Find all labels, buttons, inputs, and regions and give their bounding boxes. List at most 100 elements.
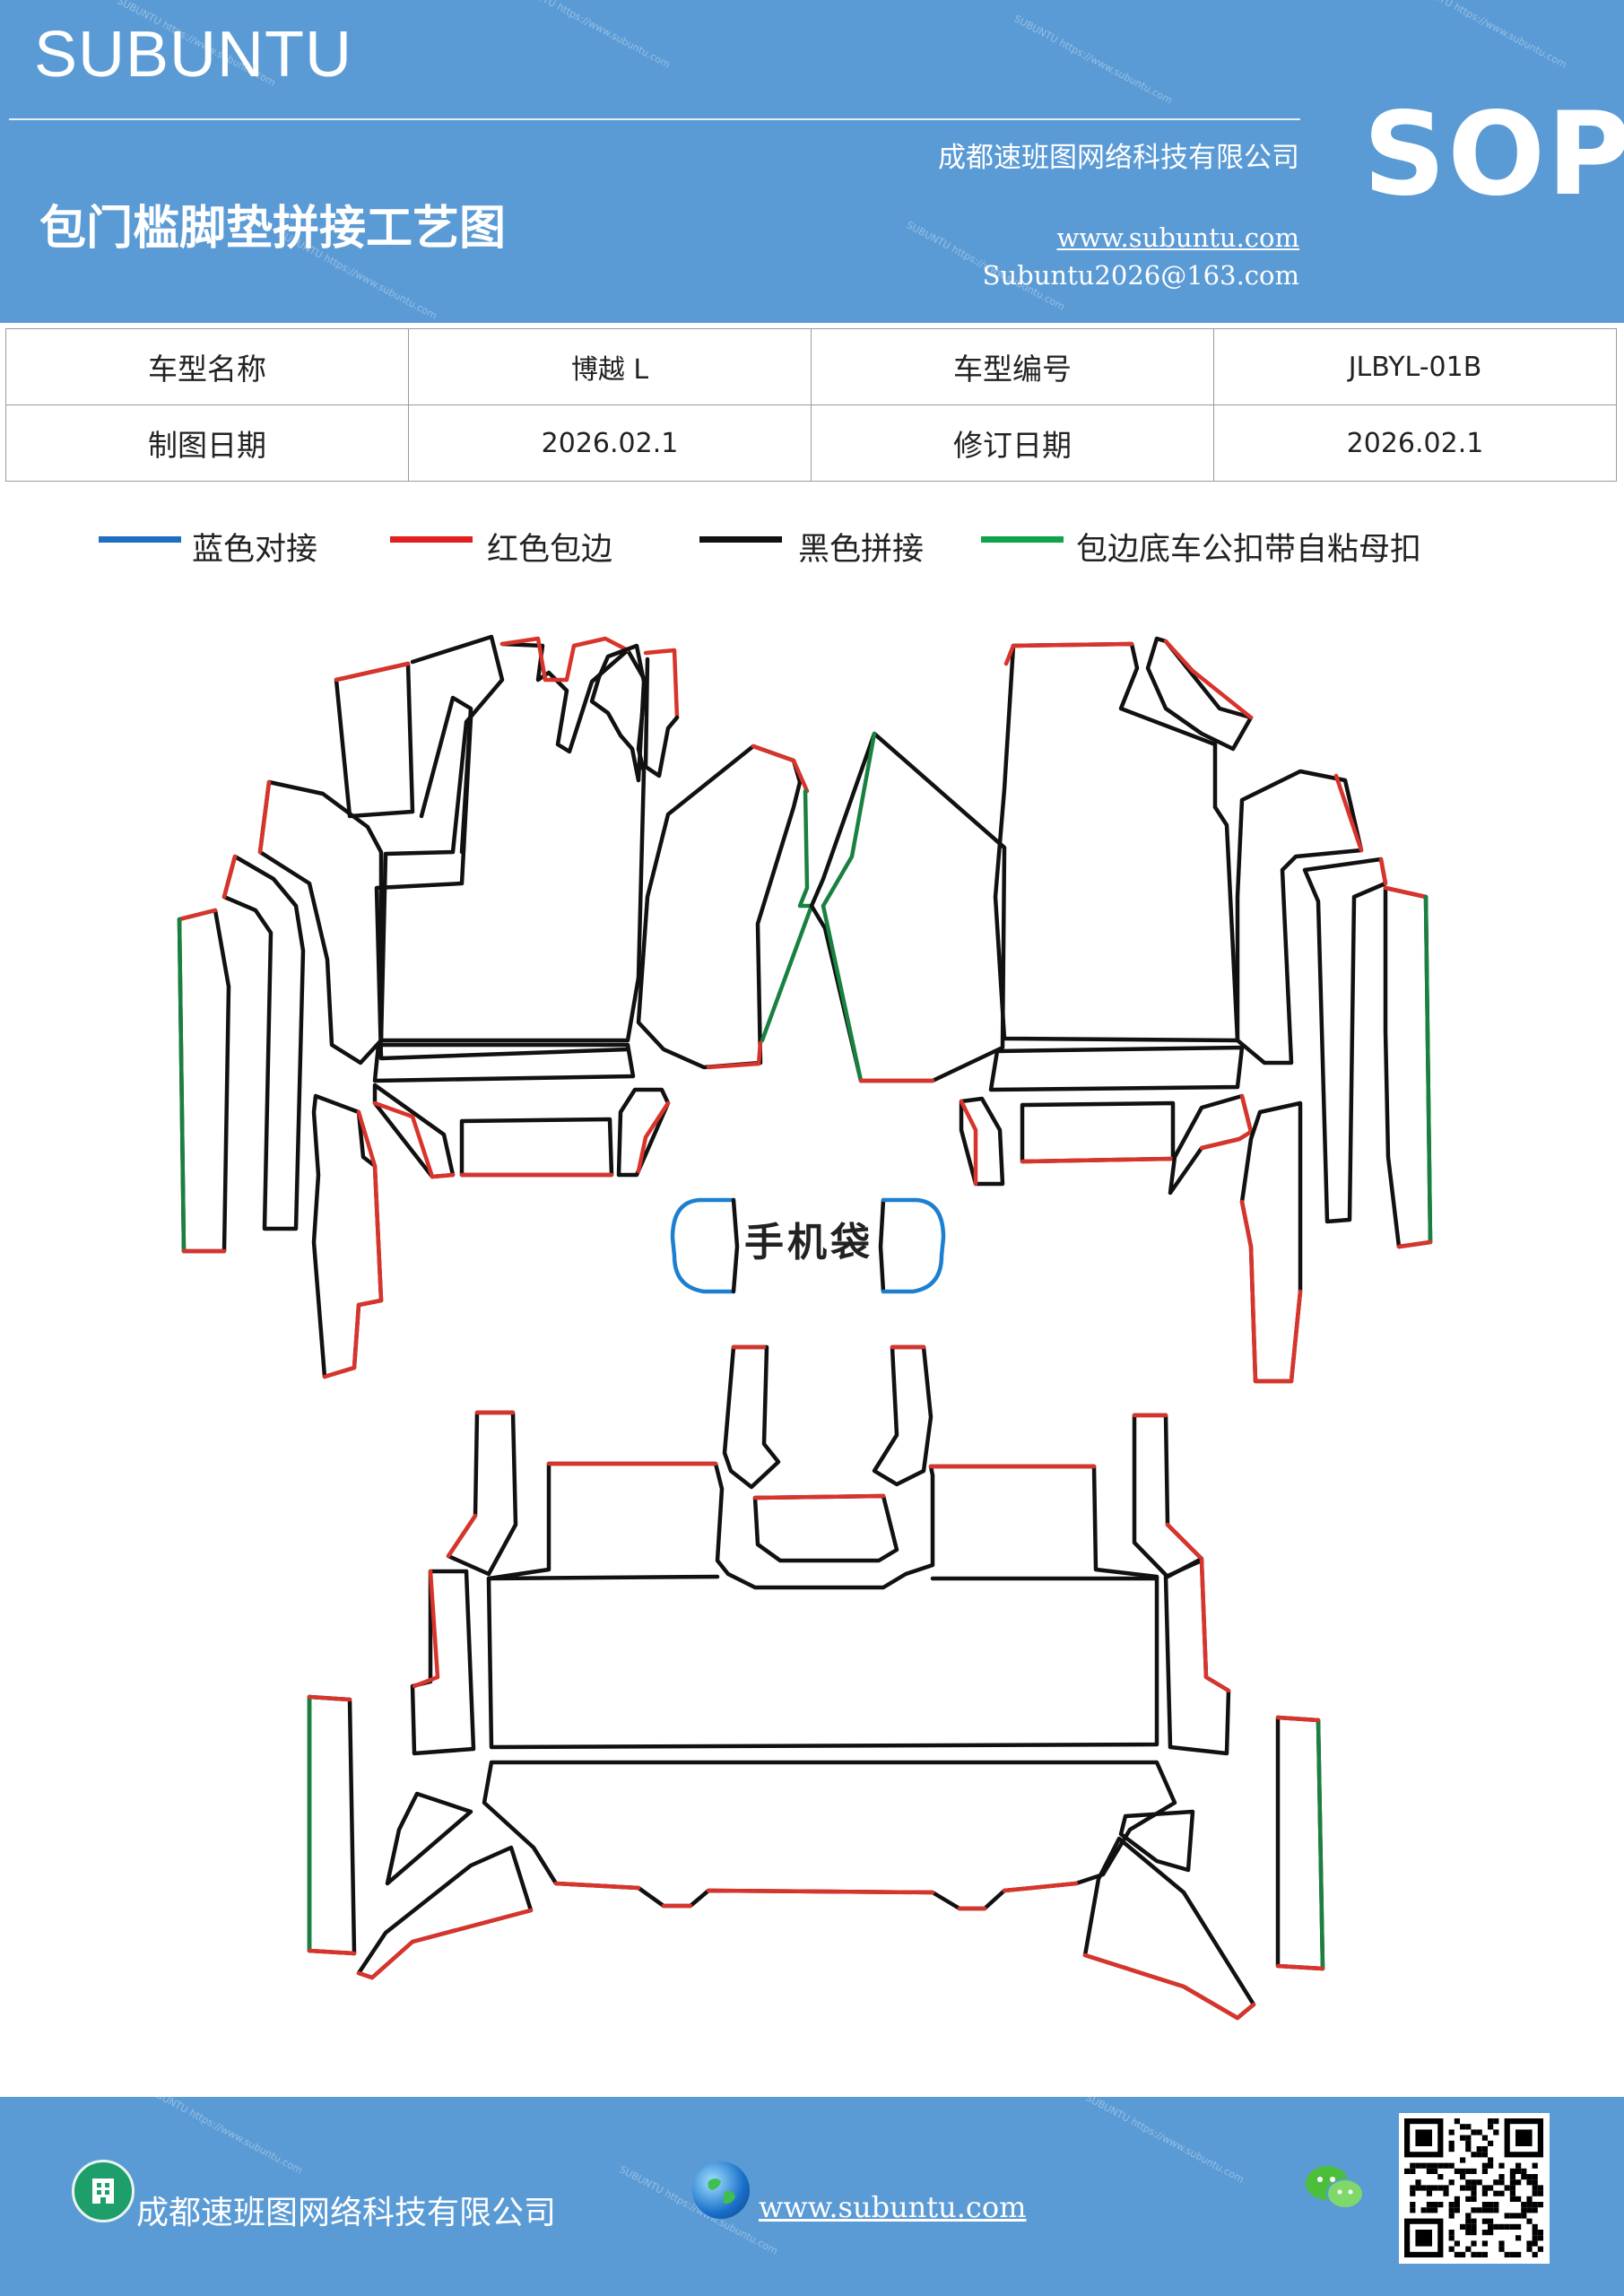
watermark: SUBUNTU https://www.subuntu.com	[142, 2097, 305, 2177]
mat-piece-edge	[378, 634, 648, 1043]
brand-logo-text: SUBUNTU	[34, 19, 353, 91]
mat-piece-edge	[1396, 1239, 1433, 1249]
vehicle-info-table: 车型名称 博越 L 车型编号 JLBYL-01B 制图日期 2026.02.1 …	[5, 328, 1617, 482]
mat-piece-edge	[1132, 1413, 1204, 1579]
mat-piece-edge	[643, 657, 680, 778]
footer-company-name: 成都速班图网络科技有限公司	[136, 2195, 557, 2231]
header-website-link[interactable]: www.subuntu.com	[1056, 222, 1299, 253]
mat-piece-edge	[446, 1410, 518, 1577]
mat-piece-edge	[643, 648, 680, 720]
mat-piece-edge	[307, 1694, 357, 1956]
watermark: SUBUNTU https://www.subuntu.com	[1083, 2097, 1246, 2186]
mat-piece-edge	[1302, 857, 1388, 1224]
wechat-icon	[1302, 2161, 1367, 2215]
mat-piece-edge	[385, 1791, 473, 1886]
phone-bag-pieces: 手机袋	[670, 1197, 946, 1294]
mat-piece-edge	[706, 1040, 763, 1070]
mat-piece-edge	[752, 1493, 899, 1563]
footer-website-link[interactable]: www.subuntu.com	[759, 2190, 1027, 2224]
header-divider	[9, 118, 1300, 120]
mat-piece-edge	[751, 744, 810, 794]
mat-piece-edge	[1163, 639, 1254, 720]
mat-piece-edge	[257, 779, 384, 1065]
table-cell-value: 2026.02.1	[1213, 404, 1617, 482]
mat-piece-edge	[878, 1197, 886, 1294]
mat-piece-edge	[1239, 1199, 1303, 1384]
sop-badge: SOP	[1363, 88, 1624, 222]
mat-piece-edge	[356, 1845, 534, 1980]
mat-piece-edge	[1020, 1156, 1176, 1164]
header-company-name: 成都速班图网络科技有限公司	[938, 142, 1299, 174]
legend-swatch	[699, 536, 782, 543]
building-icon	[72, 2160, 135, 2222]
mat-piece-edge	[1275, 1715, 1325, 1971]
mat-piece-edge	[1020, 1100, 1176, 1164]
mat-piece-edge	[356, 1908, 534, 1980]
table-row: 车型名称 博越 L 车型编号 JLBYL-01B	[5, 328, 1617, 405]
qr-code[interactable]	[1399, 2113, 1550, 2264]
mat-piece-edge	[1199, 1558, 1231, 1693]
mat-piece-edge	[307, 1694, 357, 1956]
mat-piece-edge	[636, 1100, 671, 1174]
mat-piece-edge	[499, 636, 630, 683]
header-banner: SUBUNTU https://www.subuntu.com SUBUNTU …	[0, 0, 1624, 323]
mat-piece-edge	[1383, 885, 1433, 1249]
mat-piece-edge	[821, 903, 864, 1083]
legend-label: 黑色拼接	[798, 532, 925, 568]
mat-piece-edge	[419, 695, 473, 855]
phone-bag-label: 手机袋	[744, 1220, 873, 1265]
mat-piece-edge	[1333, 773, 1364, 853]
mat-piece-edge	[334, 661, 411, 683]
table-cell-value: 博越 L	[408, 328, 812, 405]
legend-swatch	[981, 536, 1064, 543]
globe-icon	[692, 2161, 750, 2219]
mat-piece-edge	[1132, 1413, 1204, 1561]
footer-banner: SUBUNTU https://www.subuntu.com SUBUNTU …	[0, 2097, 1624, 2296]
mat-piece-edge	[177, 917, 187, 1254]
mat-piece-edge	[589, 643, 647, 783]
mat-piece-edge	[221, 854, 306, 1231]
mat-piece-edge	[311, 1093, 384, 1379]
mat-piece-edge	[616, 1087, 671, 1178]
mat-piece-edge	[821, 731, 877, 909]
table-cell-label: 修订日期	[811, 404, 1214, 482]
mat-piece-edge	[177, 908, 218, 922]
table-cell-value: JLBYL-01B	[1213, 328, 1617, 405]
header-email: Subuntu2026@163.com	[982, 260, 1299, 291]
mat-piece-edge	[486, 1461, 1159, 1750]
mat-piece-edge	[1003, 641, 1134, 666]
rear-mat-group	[307, 1344, 1325, 2021]
mat-piece-edge	[410, 1569, 476, 1756]
mat-piece-edge	[412, 1569, 440, 1689]
table-cell-value: 2026.02.1	[408, 404, 812, 482]
right-front-mat-group	[809, 636, 1433, 1384]
mat-piece-edge	[1199, 1093, 1254, 1151]
floor-mat-pattern-drawing: 手机袋	[177, 634, 1433, 2021]
table-cell-label: 车型编号	[811, 328, 1214, 405]
mat-piece-edge	[993, 641, 1240, 1043]
mat-piece-edge	[446, 1410, 516, 1559]
mat-piece-edge	[486, 1574, 1159, 1581]
mat-piece-edge	[334, 661, 415, 819]
legend-swatch	[390, 536, 473, 543]
mat-piece-edge	[322, 1109, 384, 1379]
mat-piece-edge	[809, 731, 1007, 1083]
legend-label: 红色包边	[487, 532, 613, 568]
mat-piece-edge	[1423, 894, 1433, 1245]
table-cell-label: 车型名称	[5, 328, 409, 405]
mat-piece-edge	[177, 908, 231, 1254]
mat-piece-edge	[636, 744, 803, 1070]
mat-piece-edge	[760, 788, 814, 1043]
mat-piece-edge	[988, 1045, 1245, 1092]
table-row: 制图日期 2026.02.1 修订日期 2026.02.1	[5, 404, 1617, 482]
mat-piece-edge	[752, 1493, 886, 1500]
mat-piece-edge	[374, 715, 630, 1061]
mat-piece-edge	[221, 854, 238, 900]
mat-piece-edge	[459, 1117, 614, 1178]
mat-piece-edge	[1163, 1558, 1231, 1756]
mat-piece-edge	[1316, 1718, 1325, 1971]
page-title: 包门槛脚垫拼接工艺图	[39, 202, 507, 256]
mat-piece-edge	[257, 779, 272, 855]
mat-piece-edge	[670, 1197, 736, 1294]
legend-label: 蓝色对接	[192, 532, 318, 568]
